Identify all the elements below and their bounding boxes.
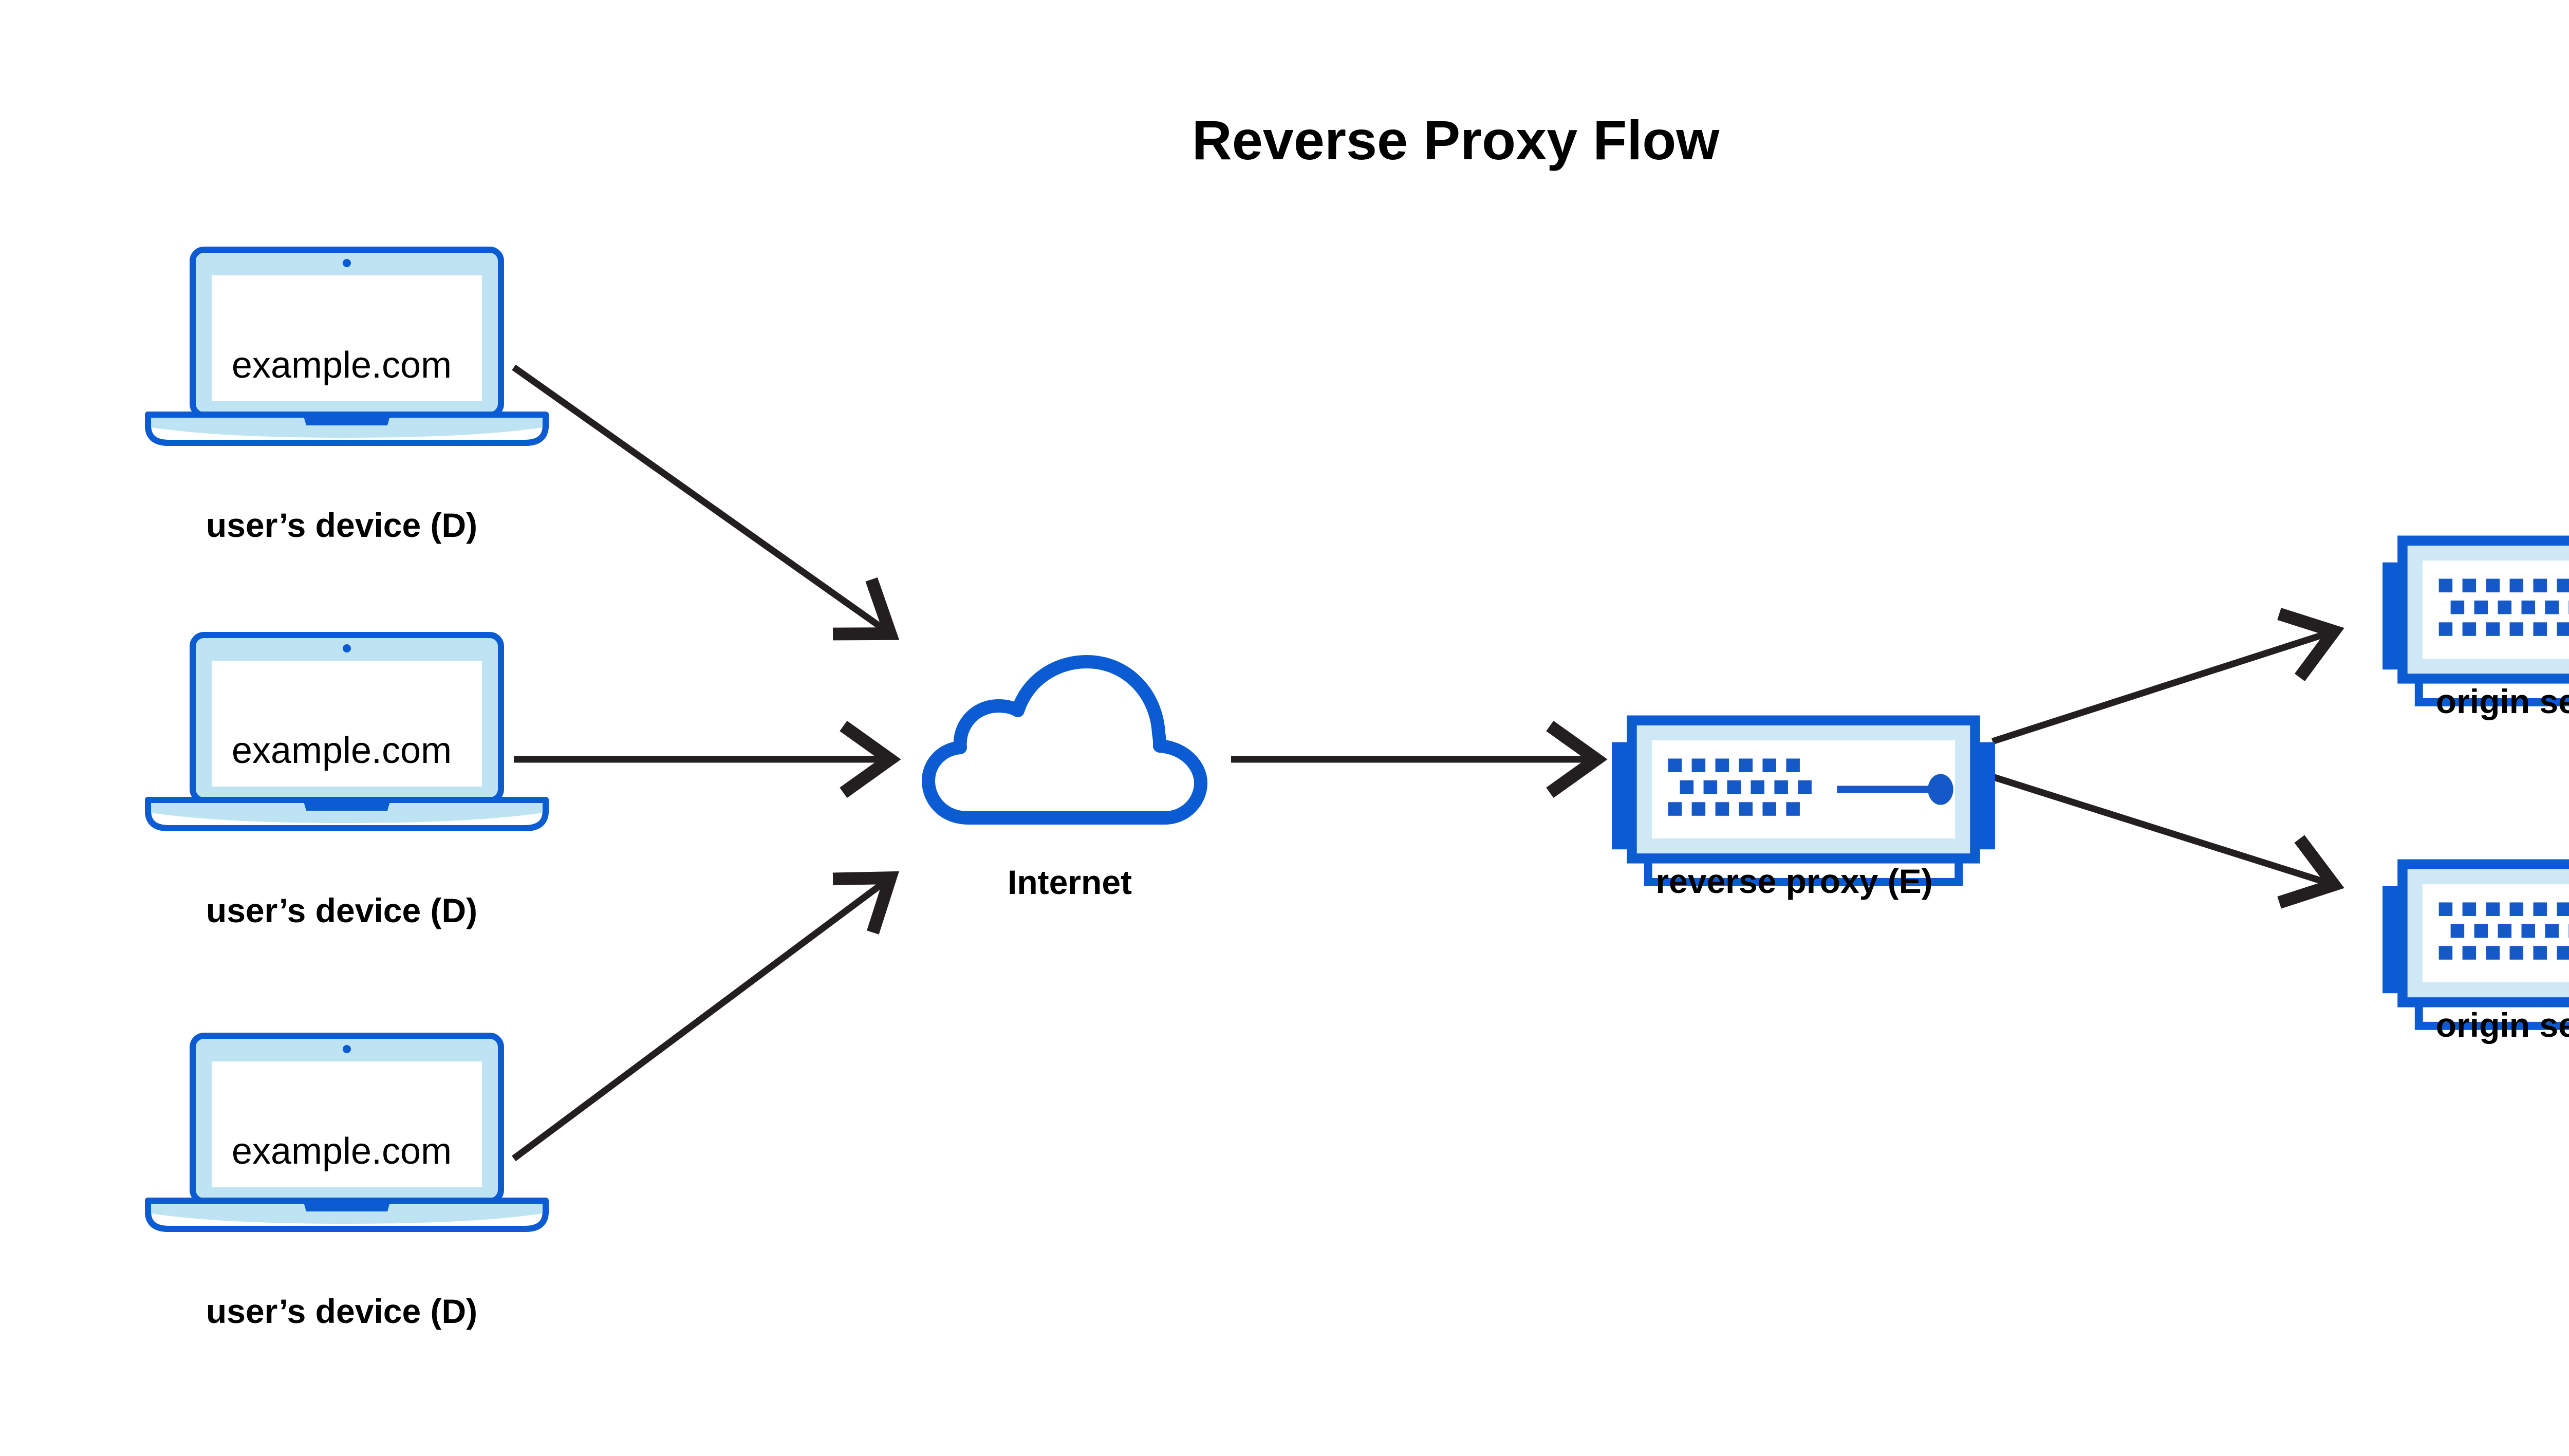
node-client-1[interactable]: example.com user’s device (D) bbox=[148, 250, 546, 544]
server-icon bbox=[2382, 864, 2569, 1026]
node-client-3[interactable]: example.com user’s device (D) bbox=[148, 1036, 546, 1330]
internet-label: Internet bbox=[1008, 863, 1132, 901]
origin-server-label: origin server (F) bbox=[2436, 1006, 2569, 1044]
node-internet[interactable]: Internet bbox=[928, 662, 1201, 901]
arrow-proxy-to-origin2 bbox=[1991, 773, 2344, 909]
arrow-client3-to-internet bbox=[512, 871, 899, 1162]
client-screen-text: example.com bbox=[232, 345, 452, 386]
reverse-proxy-label: reverse proxy (E) bbox=[1655, 862, 1932, 900]
cloud-icon bbox=[928, 662, 1201, 818]
origin-server-label: origin server (F) bbox=[2436, 682, 2569, 720]
client-screen-text: example.com bbox=[232, 730, 452, 771]
server-icon bbox=[1612, 720, 1995, 882]
arrow-proxy-to-origin1 bbox=[1991, 608, 2344, 745]
client-screen-text: example.com bbox=[232, 1131, 452, 1172]
page-title: Reverse Proxy Flow bbox=[1192, 109, 1720, 171]
client-label: user’s device (D) bbox=[206, 891, 477, 929]
node-origin-2[interactable]: origin server (F) bbox=[2382, 864, 2569, 1044]
edge-group bbox=[512, 364, 2344, 1162]
node-reverse-proxy[interactable]: reverse proxy (E) bbox=[1612, 720, 1995, 900]
server-icon bbox=[2382, 540, 2569, 702]
node-client-2[interactable]: example.com user’s device (D) bbox=[148, 635, 546, 929]
arrow-client1-to-internet bbox=[512, 364, 900, 641]
node-origin-1[interactable]: origin server (F) bbox=[2382, 540, 2569, 720]
client-label: user’s device (D) bbox=[206, 506, 477, 544]
client-label: user’s device (D) bbox=[206, 1292, 477, 1330]
